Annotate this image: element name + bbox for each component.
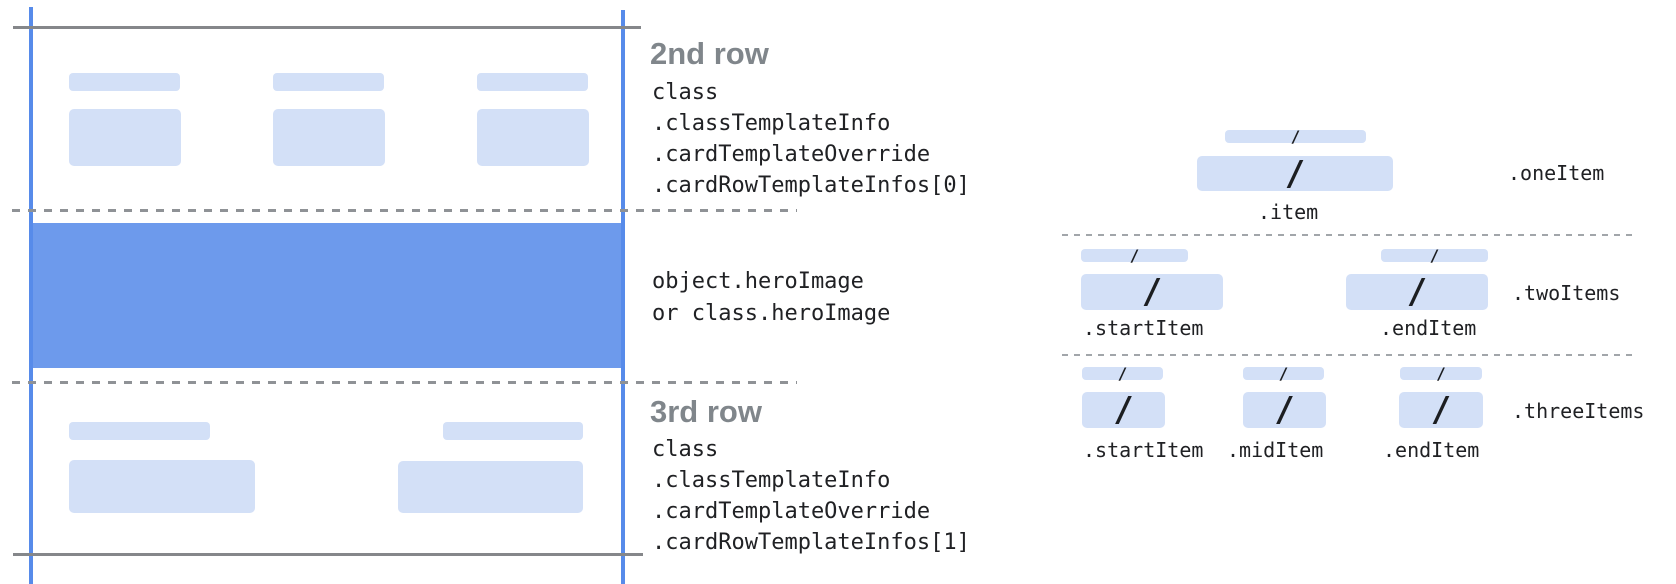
code-line: .cardRowTemplateInfos[0] xyxy=(652,173,970,198)
slash-placeholder: / xyxy=(1436,363,1446,383)
item-value-bar xyxy=(273,109,385,166)
item-field-label: .startItem xyxy=(1083,438,1204,462)
code-line: class xyxy=(652,80,719,105)
hero-image-band xyxy=(33,223,621,368)
card-bottom-line xyxy=(13,553,643,556)
item-label-bar xyxy=(443,422,583,440)
item-label-bar: / xyxy=(1400,363,1482,383)
item-label-bar xyxy=(273,73,384,91)
item-field-label: .endItem xyxy=(1380,316,1477,340)
slash-placeholder: / xyxy=(1290,126,1301,146)
row-type-label: .threeItems xyxy=(1512,399,1645,423)
item-field-label: .midItem xyxy=(1227,438,1324,462)
card-left-edge-line xyxy=(29,7,33,584)
item-value-bar: / xyxy=(1082,392,1165,428)
slash-placeholder: / xyxy=(1274,390,1295,430)
row2-heading: 2nd row xyxy=(650,36,769,71)
item-field-label: .endItem xyxy=(1383,438,1480,462)
row-divider-dashed-top xyxy=(12,209,797,212)
slash-placeholder: / xyxy=(1117,363,1128,383)
row3-heading: 3rd row xyxy=(650,394,762,429)
item-label-bar xyxy=(69,422,210,440)
item-value-bar: / xyxy=(1081,274,1223,310)
item-value-bar: / xyxy=(1243,392,1326,428)
slash-placeholder: / xyxy=(1129,245,1140,265)
row-type-label: .twoItems xyxy=(1512,281,1621,305)
card-right-edge-line xyxy=(621,10,625,584)
code-line: or class.heroImage xyxy=(652,301,891,326)
slash-placeholder: / xyxy=(1141,272,1163,312)
slash-placeholder: / xyxy=(1278,363,1289,383)
item-field-label: .startItem xyxy=(1083,316,1204,340)
code-line: .classTemplateInfo xyxy=(652,111,891,136)
example-divider-1 xyxy=(1062,234,1633,236)
item-label-bar xyxy=(477,73,588,91)
row-divider-dashed-bottom xyxy=(12,381,797,384)
code-line: class xyxy=(652,437,719,462)
item-label-bar: / xyxy=(1243,363,1324,383)
item-value-bar: / xyxy=(1346,274,1488,310)
code-line: object.heroImage xyxy=(652,269,864,294)
example-divider-2 xyxy=(1062,354,1633,356)
item-value-bar xyxy=(69,460,255,513)
item-label-bar xyxy=(69,73,180,91)
slash-placeholder: / xyxy=(1284,153,1306,194)
row-type-label: .oneItem xyxy=(1508,161,1605,185)
slash-placeholder: / xyxy=(1430,390,1452,430)
item-value-bar xyxy=(477,109,589,166)
item-label-bar: / xyxy=(1381,245,1488,265)
item-value-bar xyxy=(398,461,583,513)
slash-placeholder: / xyxy=(1429,245,1440,265)
item-label-bar: / xyxy=(1082,363,1163,383)
code-line: .cardTemplateOverride xyxy=(652,142,931,167)
code-line: .cardTemplateOverride xyxy=(652,499,931,524)
item-label-bar: / xyxy=(1081,245,1188,265)
code-line: .cardRowTemplateInfos[1] xyxy=(652,530,970,555)
slash-placeholder: / xyxy=(1113,390,1134,430)
item-label-bar: / xyxy=(1225,126,1366,146)
item-value-bar xyxy=(69,109,181,166)
item-value-bar: / xyxy=(1399,392,1483,428)
slash-placeholder: / xyxy=(1406,272,1428,312)
code-line: .classTemplateInfo xyxy=(652,468,891,493)
card-top-line xyxy=(13,26,641,29)
item-field-label: .item xyxy=(1258,200,1319,224)
item-value-bar: / xyxy=(1197,156,1393,191)
